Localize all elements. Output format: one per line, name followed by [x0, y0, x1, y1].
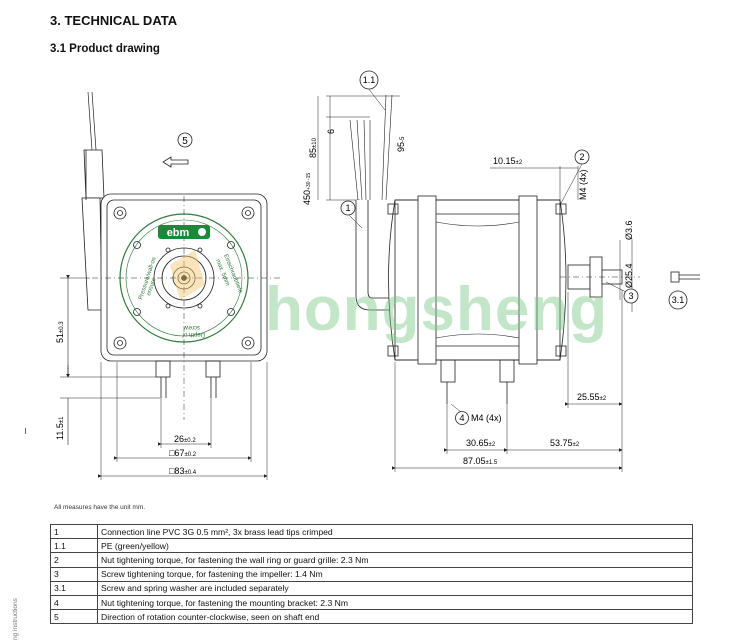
side-callouts: 1.1 1 2 3 3.1 4 — [340, 70, 688, 425]
margin-tick — [25, 428, 26, 434]
callout-3-1: 3.1 — [672, 295, 685, 305]
callout-2: 2 — [579, 152, 584, 162]
callout-1: 1 — [345, 203, 350, 213]
legend-number: 5 — [50, 609, 98, 625]
plate-text-bottom: Depth of — [182, 331, 205, 337]
section-heading: 3. TECHNICAL DATA — [50, 13, 178, 28]
dim-53-75: 53.75±2 — [550, 438, 580, 448]
watermark: hongsheng — [170, 250, 608, 344]
lead-450: 450+30 -15 — [302, 173, 312, 205]
svg-text:hongsheng: hongsheng — [265, 275, 608, 344]
legend-text: Direction of rotation counter-clockwise,… — [97, 609, 693, 625]
callout-5: 5 — [182, 136, 188, 147]
d25-4: Ø25.4 — [624, 263, 634, 288]
front-lead-tube — [81, 197, 103, 311]
callout-1-1: 1.1 — [363, 75, 376, 85]
plate-text-left2: ensure — [146, 277, 158, 297]
callout-4: 4 — [459, 413, 464, 423]
corner-screws — [113, 206, 255, 350]
dim-67: □67±0.2 — [169, 448, 197, 458]
side-view — [317, 87, 700, 472]
legend-text: Screw tightening torque, for fastening t… — [97, 566, 693, 582]
lead-95: 95-5 — [396, 136, 406, 152]
svg-text:ebm: ebm — [167, 227, 190, 239]
plate-text-bottom2: screw — [184, 324, 200, 330]
callout-3: 3 — [628, 291, 633, 301]
ebm-logo: ebm — [158, 225, 210, 239]
front-lead-sleeve — [83, 149, 105, 199]
rotation-arrow: 5 — [162, 132, 193, 168]
dim-26: 26±0.2 — [174, 434, 196, 444]
dim-30-65: 30.65±2 — [466, 438, 496, 448]
side-dimensions: 85±10 6 95-5 450+30 -15 10.15±2 M4 (4x) … — [302, 129, 634, 466]
lead-85: 85±10 — [308, 137, 318, 158]
legend-number: 3 — [50, 566, 98, 582]
front-feet — [155, 360, 221, 398]
m4-bottom: M4 (4x) — [471, 413, 502, 423]
dim-83: □83±0.4 — [169, 466, 197, 476]
front-view — [60, 91, 280, 480]
legend-number: 2 — [50, 552, 98, 568]
m4-top: M4 (4x) — [578, 169, 588, 200]
subsection-heading: 3.1 Product drawing — [50, 43, 160, 55]
legend-number: 4 — [50, 594, 98, 611]
d3-6: Ø3.6 — [624, 220, 634, 240]
legend-number: 1.1 — [50, 538, 98, 554]
legend-text: Nut tightening torque, for fastening the… — [97, 552, 693, 568]
legend-number: 3.1 — [50, 580, 98, 596]
dim-51: 51±0.3 — [55, 321, 65, 343]
front-dimensions: 51±0.3 11.5±1 26±0.2 □67±0.2 □83±0.4 — [55, 321, 197, 476]
legend-text: PE (green/yellow) — [97, 538, 693, 554]
legend-number: 1 — [50, 523, 98, 540]
dim-11-5: 11.5±1 — [55, 416, 65, 440]
dim-10-15: 10.15±2 — [493, 156, 523, 166]
dim-25-55: 25.55±2 — [577, 392, 607, 402]
legend-text: Nut tightening torque, for fastening the… — [97, 594, 693, 611]
lead-6: 6 — [326, 129, 336, 134]
legend-text: Connection line PVC 3G 0.5 mm², 3x brass… — [97, 523, 693, 540]
side-text: ng instructions — [12, 598, 19, 640]
dim-87-05: 87.05±1.5 — [463, 456, 498, 466]
units-note: All measures have the unit mm. — [54, 504, 146, 511]
product-drawing: 5 ebm Pressure/wall-os ensure Einschraub… — [55, 70, 700, 480]
legend-text: Screw and spring washer are included sep… — [97, 580, 693, 596]
